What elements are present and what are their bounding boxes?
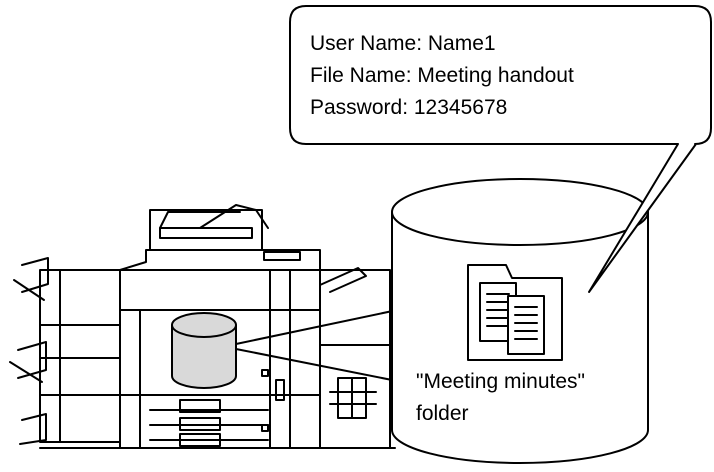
- callout-bubble: [289, 5, 712, 293]
- zoom-connector: [235, 308, 403, 383]
- folder-label-line2: folder: [416, 402, 469, 425]
- document-icon: [507, 295, 545, 355]
- callout-password: Password: 12345678: [310, 96, 508, 119]
- callout-user-name: User Name: Name1: [310, 32, 496, 55]
- storage-drum-icon: [171, 312, 237, 389]
- folder-icon: [467, 264, 563, 361]
- folder-label-line1: "Meeting minutes": [416, 370, 585, 393]
- callout-file-name: File Name: Meeting handout: [310, 64, 574, 87]
